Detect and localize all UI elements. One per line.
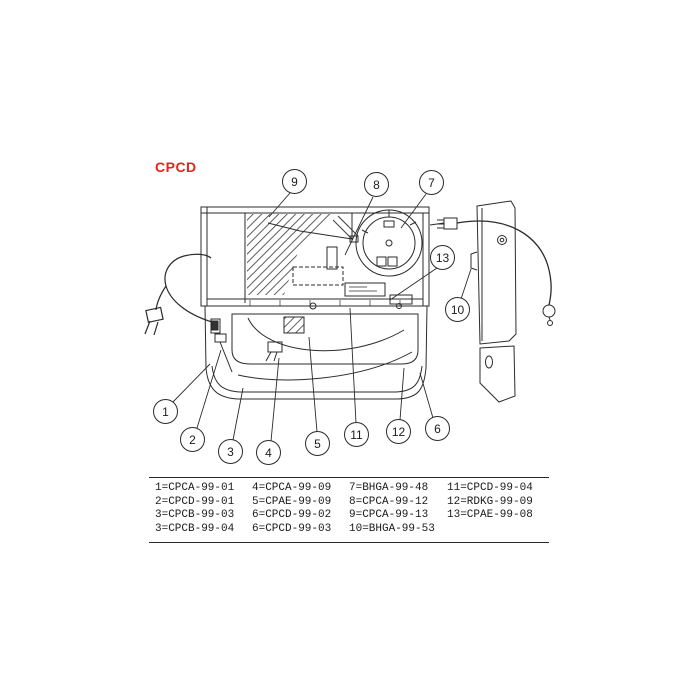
callout-3: 3 [218, 439, 243, 464]
legend-entry: 10=BHGA-99-53 [349, 522, 435, 535]
legend-entry: 4=CPCA-99-09 [252, 482, 332, 494]
legend-column-1: 1=CPCA-99-01 2=CPCD-99-01 3=CPCB-99-03 3… [155, 482, 252, 536]
legend-entry: 2=CPCD-99-01 [155, 495, 235, 508]
legend-entry: 13=CPAE-99-08 [447, 509, 533, 521]
legend-entry: 7=BHGA-99-48 [349, 482, 429, 494]
legend-entry: 12=RDKG-99-09 [447, 495, 533, 508]
legend-entry: 8=CPCA-99-12 [349, 495, 429, 508]
signal-cable [429, 217, 556, 326]
chassis-outline [200, 206, 430, 400]
legend-entry: 5=CPAE-99-09 [252, 495, 332, 508]
legend-entry: 6=CPCD-99-02 [252, 509, 332, 521]
legend-column-2: 4=CPCA-99-09 5=CPAE-99-09 6=CPCD-99-02 6… [252, 482, 349, 536]
callout-7: 7 [419, 170, 444, 195]
diagram-title: CPCD [155, 159, 197, 175]
callout-1: 1 [153, 399, 178, 424]
callout-2: 2 [180, 427, 205, 452]
legend-entry: 3=CPCB-99-03 [155, 509, 235, 521]
callout-11: 11 [344, 422, 369, 447]
legend-column-4: 11=CPCD-99-04 12=RDKG-99-09 13=CPAE-99-0… [447, 482, 547, 536]
legend-entry: 11=CPCD-99-04 [447, 482, 533, 494]
legend-entry: 1=CPCA-99-01 [155, 482, 235, 494]
vent-hatch-area [247, 214, 359, 295]
power-cord [144, 253, 213, 336]
legend-entry: 9=CPCA-99-13 [349, 509, 429, 521]
callout-9: 9 [282, 169, 307, 194]
callout-8: 8 [364, 172, 389, 197]
legend-entry: 6=CPCD-99-03 [252, 522, 332, 535]
callout-4: 4 [256, 440, 281, 465]
callout-12: 12 [386, 419, 411, 444]
crt-assembly [355, 209, 423, 277]
callout-5: 5 [305, 431, 330, 456]
callout-6: 6 [425, 416, 450, 441]
legend-entry: 3=CPCB-99-04 [155, 522, 235, 535]
parts-legend: 1=CPCA-99-01 2=CPCD-99-01 3=CPCB-99-03 3… [149, 477, 549, 543]
callout-10: 10 [445, 297, 470, 322]
leader-lines [171, 192, 472, 442]
side-panel [470, 200, 517, 403]
legend-column-3: 7=BHGA-99-48 8=CPCA-99-12 9=CPCA-99-13 1… [349, 482, 447, 536]
lower-panel [210, 313, 419, 381]
callout-13: 13 [430, 245, 455, 270]
